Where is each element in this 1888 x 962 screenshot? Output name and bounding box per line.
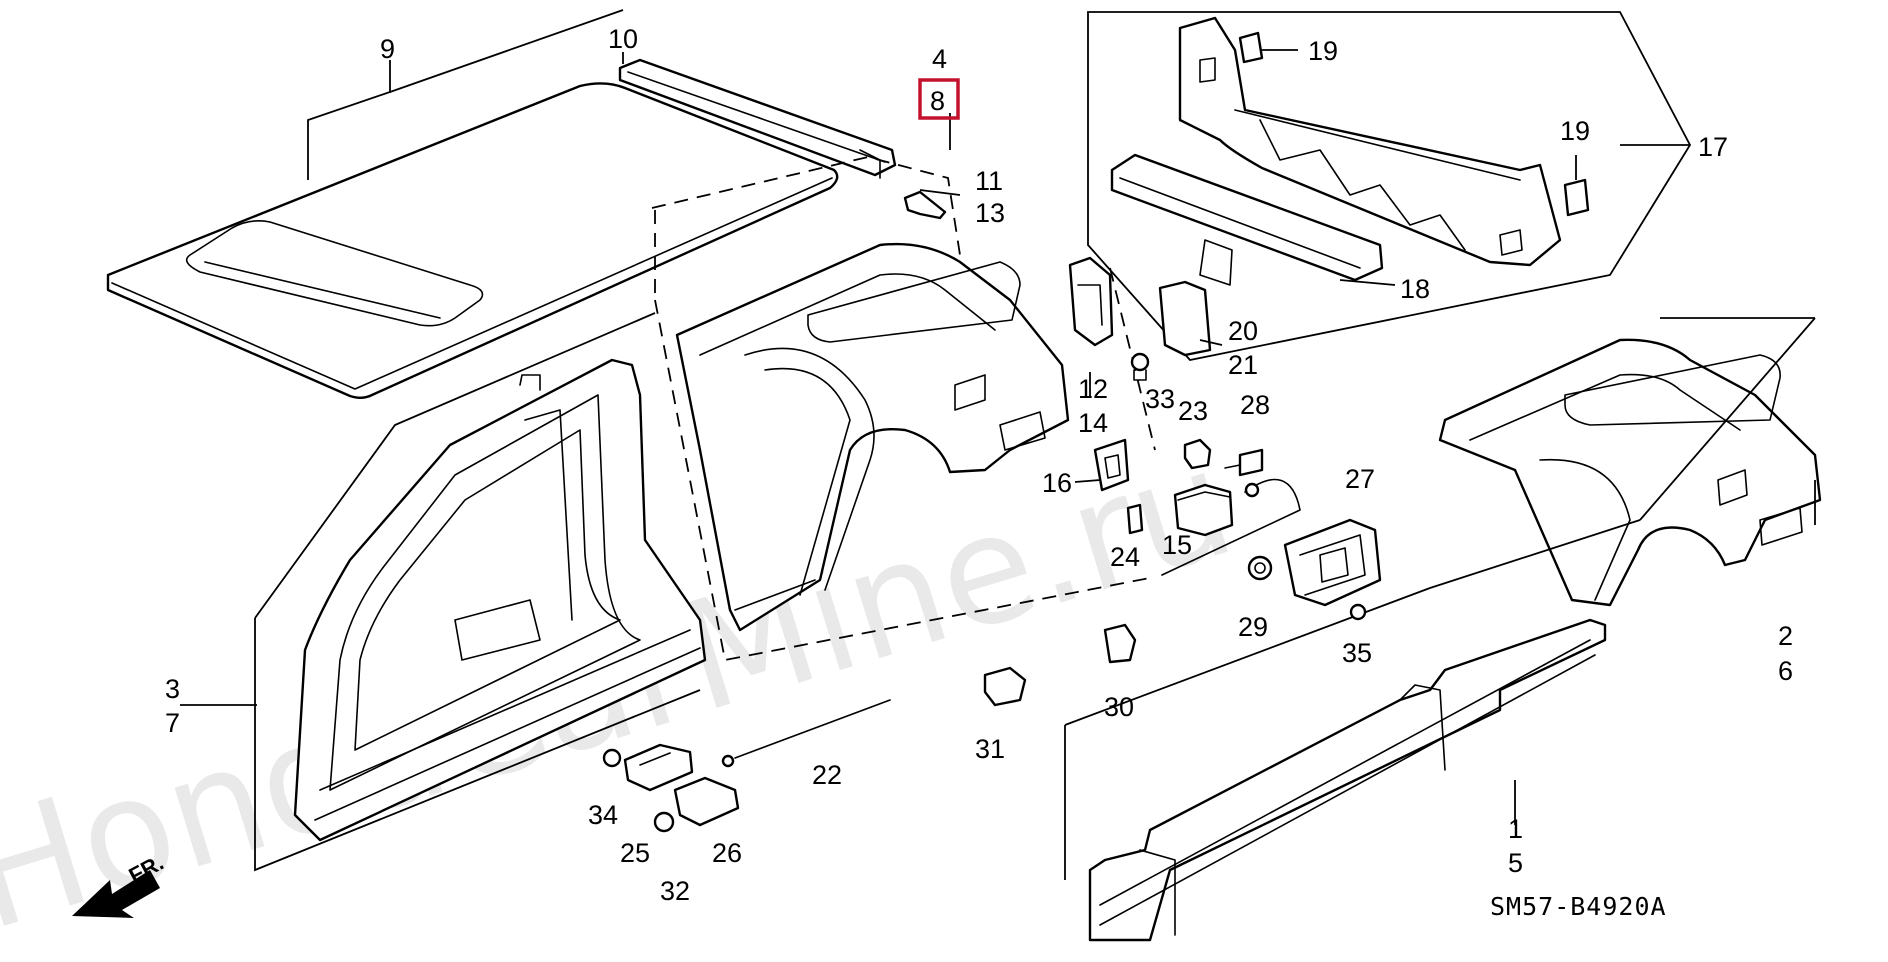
callout-14[interactable]: 14 (1078, 408, 1108, 438)
callout-16[interactable]: 16 (1042, 468, 1072, 498)
clip-19-right[interactable] (1563, 178, 1590, 217)
inner-panel-frame (254, 312, 701, 872)
callout-26[interactable]: 26 (712, 838, 742, 868)
rear-quarter-outer-panel[interactable] (1438, 338, 1822, 607)
fuel-lid-latch-27[interactable] (1283, 518, 1382, 607)
roof-panel[interactable] (106, 82, 839, 399)
hinge-26[interactable] (673, 776, 740, 827)
fuel-lid-opener-cable[interactable] (1161, 478, 1301, 576)
callout-24[interactable]: 24 (1110, 542, 1140, 572)
callout-4[interactable]: 4 (932, 44, 947, 74)
callout-8[interactable]: 8 (930, 86, 945, 116)
leader-lines (180, 9, 1816, 825)
gusset-11-13[interactable] (903, 190, 947, 220)
callout-5[interactable]: 5 (1508, 848, 1523, 878)
side-sill-frame (1064, 317, 1816, 880)
callout-28[interactable]: 28 (1240, 390, 1270, 420)
callout-3[interactable]: 3 (165, 674, 180, 704)
bolt-33[interactable] (1130, 352, 1150, 381)
callout-20[interactable]: 20 (1228, 316, 1258, 346)
diagram-code: SM57-B4920A (1490, 892, 1667, 921)
callout-34[interactable]: 34 (588, 800, 618, 830)
callout-33[interactable]: 33 (1145, 384, 1175, 414)
callout-35[interactable]: 35 (1342, 638, 1372, 668)
grommet-29[interactable] (1247, 555, 1273, 581)
bolt-34[interactable] (602, 748, 622, 768)
opener-box-15[interactable] (1173, 483, 1234, 537)
callout-2[interactable]: 2 (1778, 621, 1793, 651)
highlight-box (918, 78, 960, 120)
callout-17[interactable]: 17 (1698, 132, 1728, 162)
callout-25[interactable]: 25 (620, 838, 650, 868)
rear-panel-crossmember[interactable] (1110, 153, 1384, 286)
side-sill-panel[interactable] (1088, 618, 1607, 942)
arrow-icon (72, 870, 160, 918)
callout-10[interactable]: 10 (608, 24, 638, 54)
clip-19-upper[interactable] (1238, 31, 1264, 64)
callout-19-upper[interactable]: 19 (1308, 36, 1338, 66)
rear-panel-frame (1087, 11, 1692, 361)
callout-12[interactable]: 12 (1078, 374, 1108, 404)
callout-7[interactable]: 7 (165, 708, 180, 738)
callout-18[interactable]: 18 (1400, 274, 1430, 304)
clip-31[interactable] (983, 666, 1027, 707)
callout-31[interactable]: 31 (975, 734, 1005, 764)
callout-30[interactable]: 30 (1104, 692, 1134, 722)
callout-15[interactable]: 15 (1162, 530, 1192, 560)
bolt-28[interactable] (1224, 448, 1264, 477)
callout-1[interactable]: 1 (1508, 814, 1523, 844)
callout-22[interactable]: 22 (812, 760, 842, 790)
rear-panel[interactable] (1178, 16, 1562, 267)
callout-9[interactable]: 9 (380, 34, 395, 64)
bracket-12-14[interactable] (1068, 256, 1114, 347)
callout-32[interactable]: 32 (660, 876, 690, 906)
bracket-20-21[interactable] (1158, 280, 1212, 357)
bolt-32[interactable] (653, 811, 675, 833)
bracket-16[interactable] (1093, 438, 1130, 492)
clip-30[interactable] (1103, 623, 1137, 664)
screw-35[interactable] (1349, 603, 1367, 621)
clip-24[interactable] (1126, 503, 1144, 535)
callout-13[interactable]: 13 (975, 198, 1005, 228)
roof-rail[interactable] (618, 58, 897, 179)
callout-6[interactable]: 6 (1778, 656, 1793, 686)
callout-19-right[interactable]: 19 (1560, 116, 1590, 146)
callout-23[interactable]: 23 (1178, 396, 1208, 426)
rear-outer-panel[interactable] (675, 242, 1070, 632)
callout-29[interactable]: 29 (1238, 612, 1268, 642)
hinge-25[interactable] (623, 743, 694, 792)
callout-27[interactable]: 27 (1345, 464, 1375, 494)
rod-22[interactable] (721, 699, 891, 768)
callout-11[interactable]: 11 (975, 166, 1003, 196)
body-side-inner-panel[interactable] (293, 358, 707, 842)
callout-21[interactable]: 21 (1228, 350, 1258, 380)
nut-23[interactable] (1183, 438, 1212, 470)
